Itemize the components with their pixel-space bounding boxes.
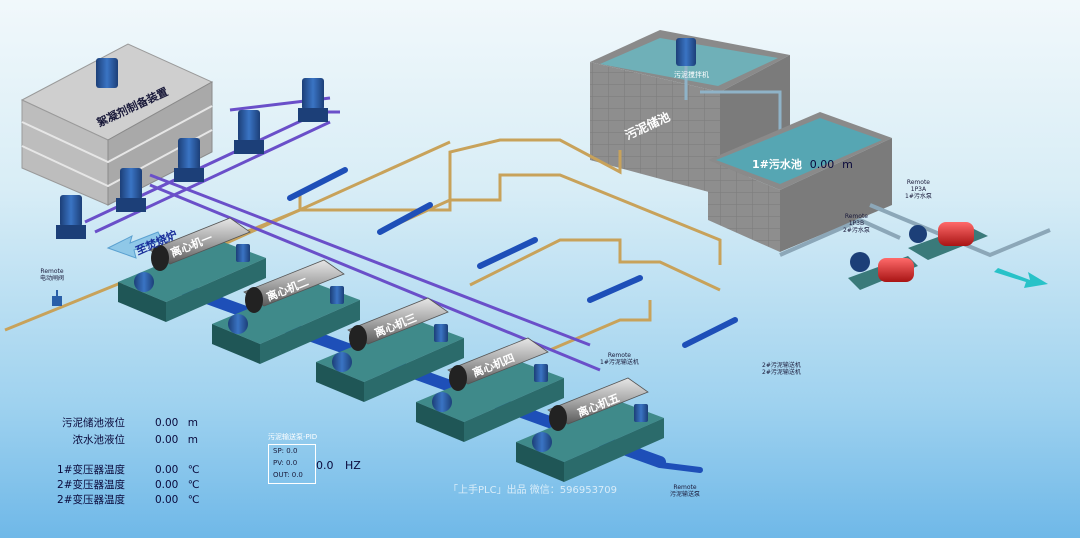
readout-unit: ℃ [187, 479, 200, 491]
temp-readout-transformer-2: 2#变压器温度 0.00 ℃ [15, 477, 199, 492]
centrifuge-2[interactable] [212, 259, 360, 364]
readout-value: 0.00 [154, 417, 179, 429]
pump-1-code: 1P3A [910, 186, 927, 193]
readout-unit: m [187, 417, 198, 429]
pid-frequency-value: 0.0 [316, 459, 334, 472]
readout-unit: ℃ [187, 494, 200, 506]
pid-out-value: 0.0 [291, 471, 303, 479]
temp-readout-transformer-3: 2#变压器温度 0.00 ℃ [15, 492, 199, 507]
sludge-pump-tag[interactable]: Remote 污泥输送泵 [670, 484, 700, 498]
remote-valve-tag[interactable]: Remote 电动闸阀 [40, 268, 64, 282]
pid-sp-row: SP: 0.0 [269, 445, 315, 457]
centrifuge-1[interactable] [118, 217, 266, 322]
pump-1-name: 1#污水泵 [905, 193, 932, 200]
readout-name: 浓水池液位 [72, 434, 126, 446]
pid-pv-value: 0.0 [286, 459, 298, 467]
pump-1-mode: Remote [906, 179, 930, 186]
centrifuges [118, 217, 664, 482]
pid-pv-label: PV: [273, 459, 284, 467]
pid-frequency: 0.0 HZ [316, 459, 361, 472]
pump-2-code: 1P3B [848, 220, 865, 227]
pump-1-tag[interactable]: Remote 1P3A 1#污水泵 [905, 179, 932, 200]
sewage-tank [708, 112, 892, 252]
flow-arrow-to-boiler [106, 231, 163, 259]
sludge-mixer-label: 污泥搅拌机 [674, 71, 709, 79]
readout-value: 0.00 [154, 494, 179, 506]
conveyor-2-line2: 2#污泥输送机 [762, 369, 801, 376]
readout-unit: ℃ [187, 464, 200, 476]
pid-sp-value: 0.0 [286, 447, 298, 455]
conveyor-1-mode: Remote [607, 352, 631, 359]
readout-name: 1#变压器温度 [57, 464, 125, 476]
pump-2-mode: Remote [844, 213, 868, 220]
readout-value: 0.00 [154, 479, 179, 491]
sewage-tank-level: 0.00 [809, 158, 835, 171]
flow-arrow-outlet [994, 268, 1048, 288]
readout-value: 0.00 [154, 464, 179, 476]
pid-panel[interactable]: 污泥输送泵-PID SP: 0.0 PV: 0.0 OUT: 0.0 0.0 H… [268, 432, 438, 484]
pid-out-row: OUT: 0.0 [269, 469, 315, 481]
grey-pipes [779, 203, 1051, 258]
sludge-pump-mode: Remote [673, 484, 697, 491]
dosing-pumps [56, 78, 328, 239]
pid-values-box: SP: 0.0 PV: 0.0 OUT: 0.0 [268, 444, 316, 484]
level-readout-concentrate: 浓水池液位 0.00 m [15, 432, 198, 447]
sewage-pump-1 [908, 222, 988, 260]
pump-2-tag[interactable]: Remote 1P3B 2#污水泵 [843, 213, 870, 234]
pid-pv-row: PV: 0.0 [269, 457, 315, 469]
readout-name: 2#变压器温度 [57, 494, 125, 506]
remote-valve-mode: Remote [40, 268, 64, 275]
screw-pumps [287, 167, 738, 473]
centrifuge-5[interactable] [516, 377, 664, 482]
pid-frequency-unit: HZ [345, 459, 361, 472]
conveyor-1-name: 1#污泥输送机 [600, 359, 639, 366]
sewage-tank-label: 1#污水池 0.00 m [752, 156, 853, 172]
remote-valve-name: 电动闸阀 [40, 275, 65, 282]
pid-title: 污泥输送泵-PID [268, 433, 318, 441]
electric-valve [52, 290, 62, 306]
pid-out-label: OUT: [273, 471, 290, 479]
sludge-pump-name: 污泥输送泵 [670, 491, 701, 498]
sewage-tank-name: 1#污水池 [752, 158, 802, 171]
centrifuge-4[interactable] [416, 337, 564, 442]
level-readout-sludge: 污泥储池液位 0.00 m [15, 415, 198, 430]
readout-value: 0.00 [154, 434, 179, 446]
conveyor-1-tag[interactable]: Remote 1#污泥输送机 [600, 352, 639, 366]
conveyor-2-tag[interactable]: 2#污泥输送机 2#污泥输送机 [762, 362, 801, 376]
conveyor-2-line1: 2#污泥输送机 [762, 362, 801, 369]
pid-sp-label: SP: [273, 447, 285, 455]
temp-readout-transformer-1: 1#变压器温度 0.00 ℃ [15, 462, 199, 477]
readout-name: 污泥储池液位 [62, 417, 125, 429]
sewage-pump-2 [848, 252, 918, 290]
readout-unit: m [187, 434, 198, 446]
sewage-tank-unit: m [842, 158, 853, 171]
readout-name: 2#变压器温度 [57, 479, 125, 491]
watermark-credit: 「上手PLC」出品 微信：596953709 [448, 485, 618, 496]
pump-2-name: 2#污水泵 [843, 227, 870, 234]
centrifuge-3[interactable] [316, 297, 464, 402]
purple-pipes [84, 96, 601, 372]
